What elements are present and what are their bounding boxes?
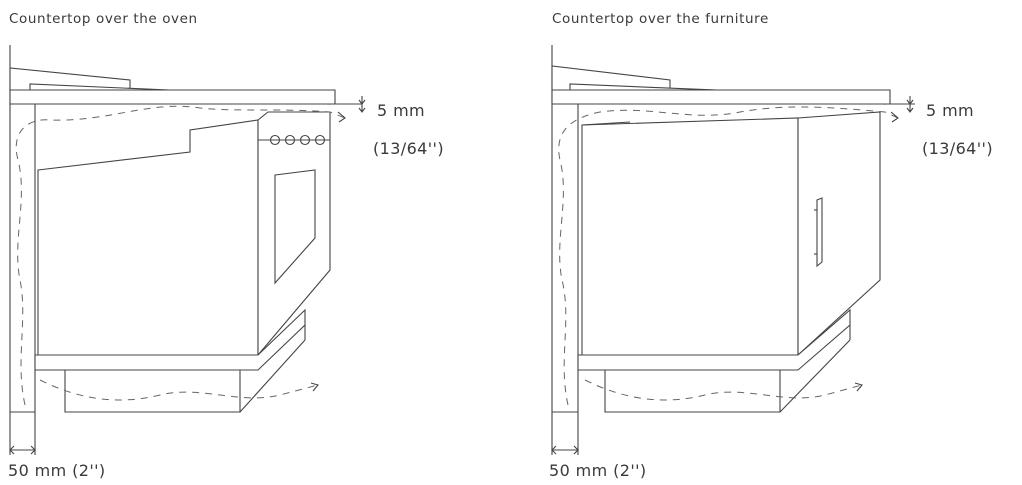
- wall: [552, 45, 578, 412]
- door-handle-icon: [814, 198, 822, 266]
- knob-icon: [316, 136, 325, 145]
- top-gap-inch-label: (13/64''): [373, 139, 444, 158]
- panel-furniture: Countertop over the furniture: [540, 0, 1022, 485]
- knob-icon: [286, 136, 295, 145]
- top-gap-dimension: [359, 96, 365, 112]
- oven-body: [38, 112, 330, 355]
- panel-caption: Countertop over the oven: [9, 11, 198, 27]
- wall: [10, 45, 35, 412]
- side-gap-label: 50 mm (2''): [8, 461, 106, 480]
- cabinet-body: [582, 112, 880, 355]
- airflow-path: [559, 107, 898, 405]
- side-gap-dimension: [552, 412, 578, 455]
- oven-knobs: [271, 136, 325, 145]
- countertop: [552, 66, 915, 104]
- side-gap-dimension: [10, 412, 35, 455]
- top-gap-inch-label: (13/64''): [922, 139, 993, 158]
- airflow-path: [16, 106, 345, 405]
- top-gap-mm-label: 5 mm: [377, 101, 426, 120]
- panel-caption: Countertop over the furniture: [552, 11, 769, 27]
- countertop: [10, 68, 362, 104]
- side-gap-label: 50 mm (2''): [549, 461, 647, 480]
- panel-oven: Countertop over the oven: [0, 0, 511, 485]
- cabinet-base: [578, 310, 850, 412]
- top-gap-dimension: [907, 96, 913, 112]
- furniture-installation-diagram: [540, 0, 1022, 485]
- top-gap-mm-label: 5 mm: [926, 101, 975, 120]
- knob-icon: [301, 136, 310, 145]
- oven-installation-diagram: [0, 0, 511, 485]
- knob-icon: [271, 136, 280, 145]
